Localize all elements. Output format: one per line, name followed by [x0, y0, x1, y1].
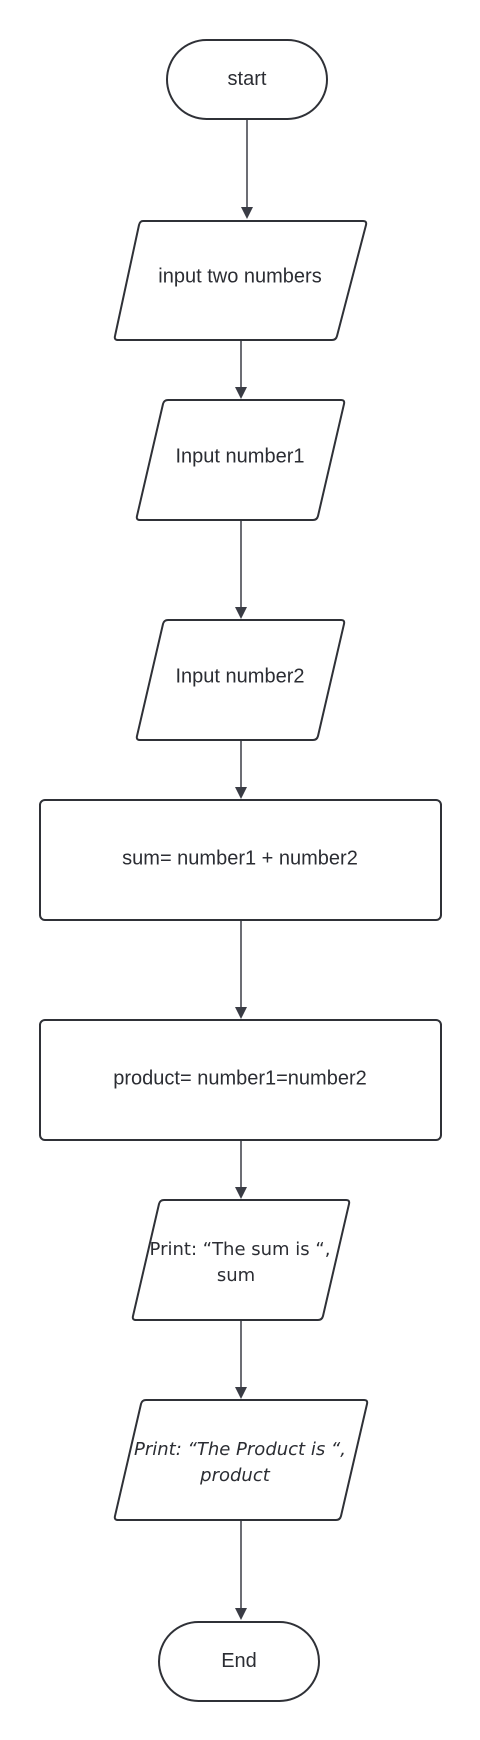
- start-label: start: [228, 68, 267, 90]
- print-product-node[interactable]: Print: “The Product is “, product: [113, 1399, 369, 1521]
- input-two-numbers-node[interactable]: input two numbers: [113, 220, 368, 341]
- product-process-label: product= number1=number2: [113, 1067, 367, 1089]
- input-number1-label: Input number1: [176, 445, 305, 467]
- input-number2-label: Input number2: [176, 665, 305, 687]
- print-sum-label-line1: Print: “The sum is “,: [150, 1239, 331, 1260]
- product-process-node[interactable]: product= number1=number2: [39, 1019, 442, 1141]
- sum-process-label: sum= number1 + number2: [122, 847, 358, 869]
- print-product-label-line1: Print: “The Product is “,: [134, 1439, 346, 1460]
- input-number2-node[interactable]: Input number2: [135, 619, 346, 741]
- end-terminator[interactable]: End: [158, 1621, 320, 1702]
- print-product-label-line2: product: [199, 1465, 271, 1486]
- print-sum-label-line2: sum: [217, 1265, 255, 1286]
- input-two-numbers-label: input two numbers: [158, 265, 321, 287]
- start-terminator[interactable]: start: [166, 39, 328, 120]
- end-label: End: [221, 1650, 257, 1672]
- print-sum-node[interactable]: Print: “The sum is “, sum: [131, 1199, 351, 1321]
- sum-process-node[interactable]: sum= number1 + number2: [39, 799, 442, 921]
- input-number1-node[interactable]: Input number1: [135, 399, 346, 521]
